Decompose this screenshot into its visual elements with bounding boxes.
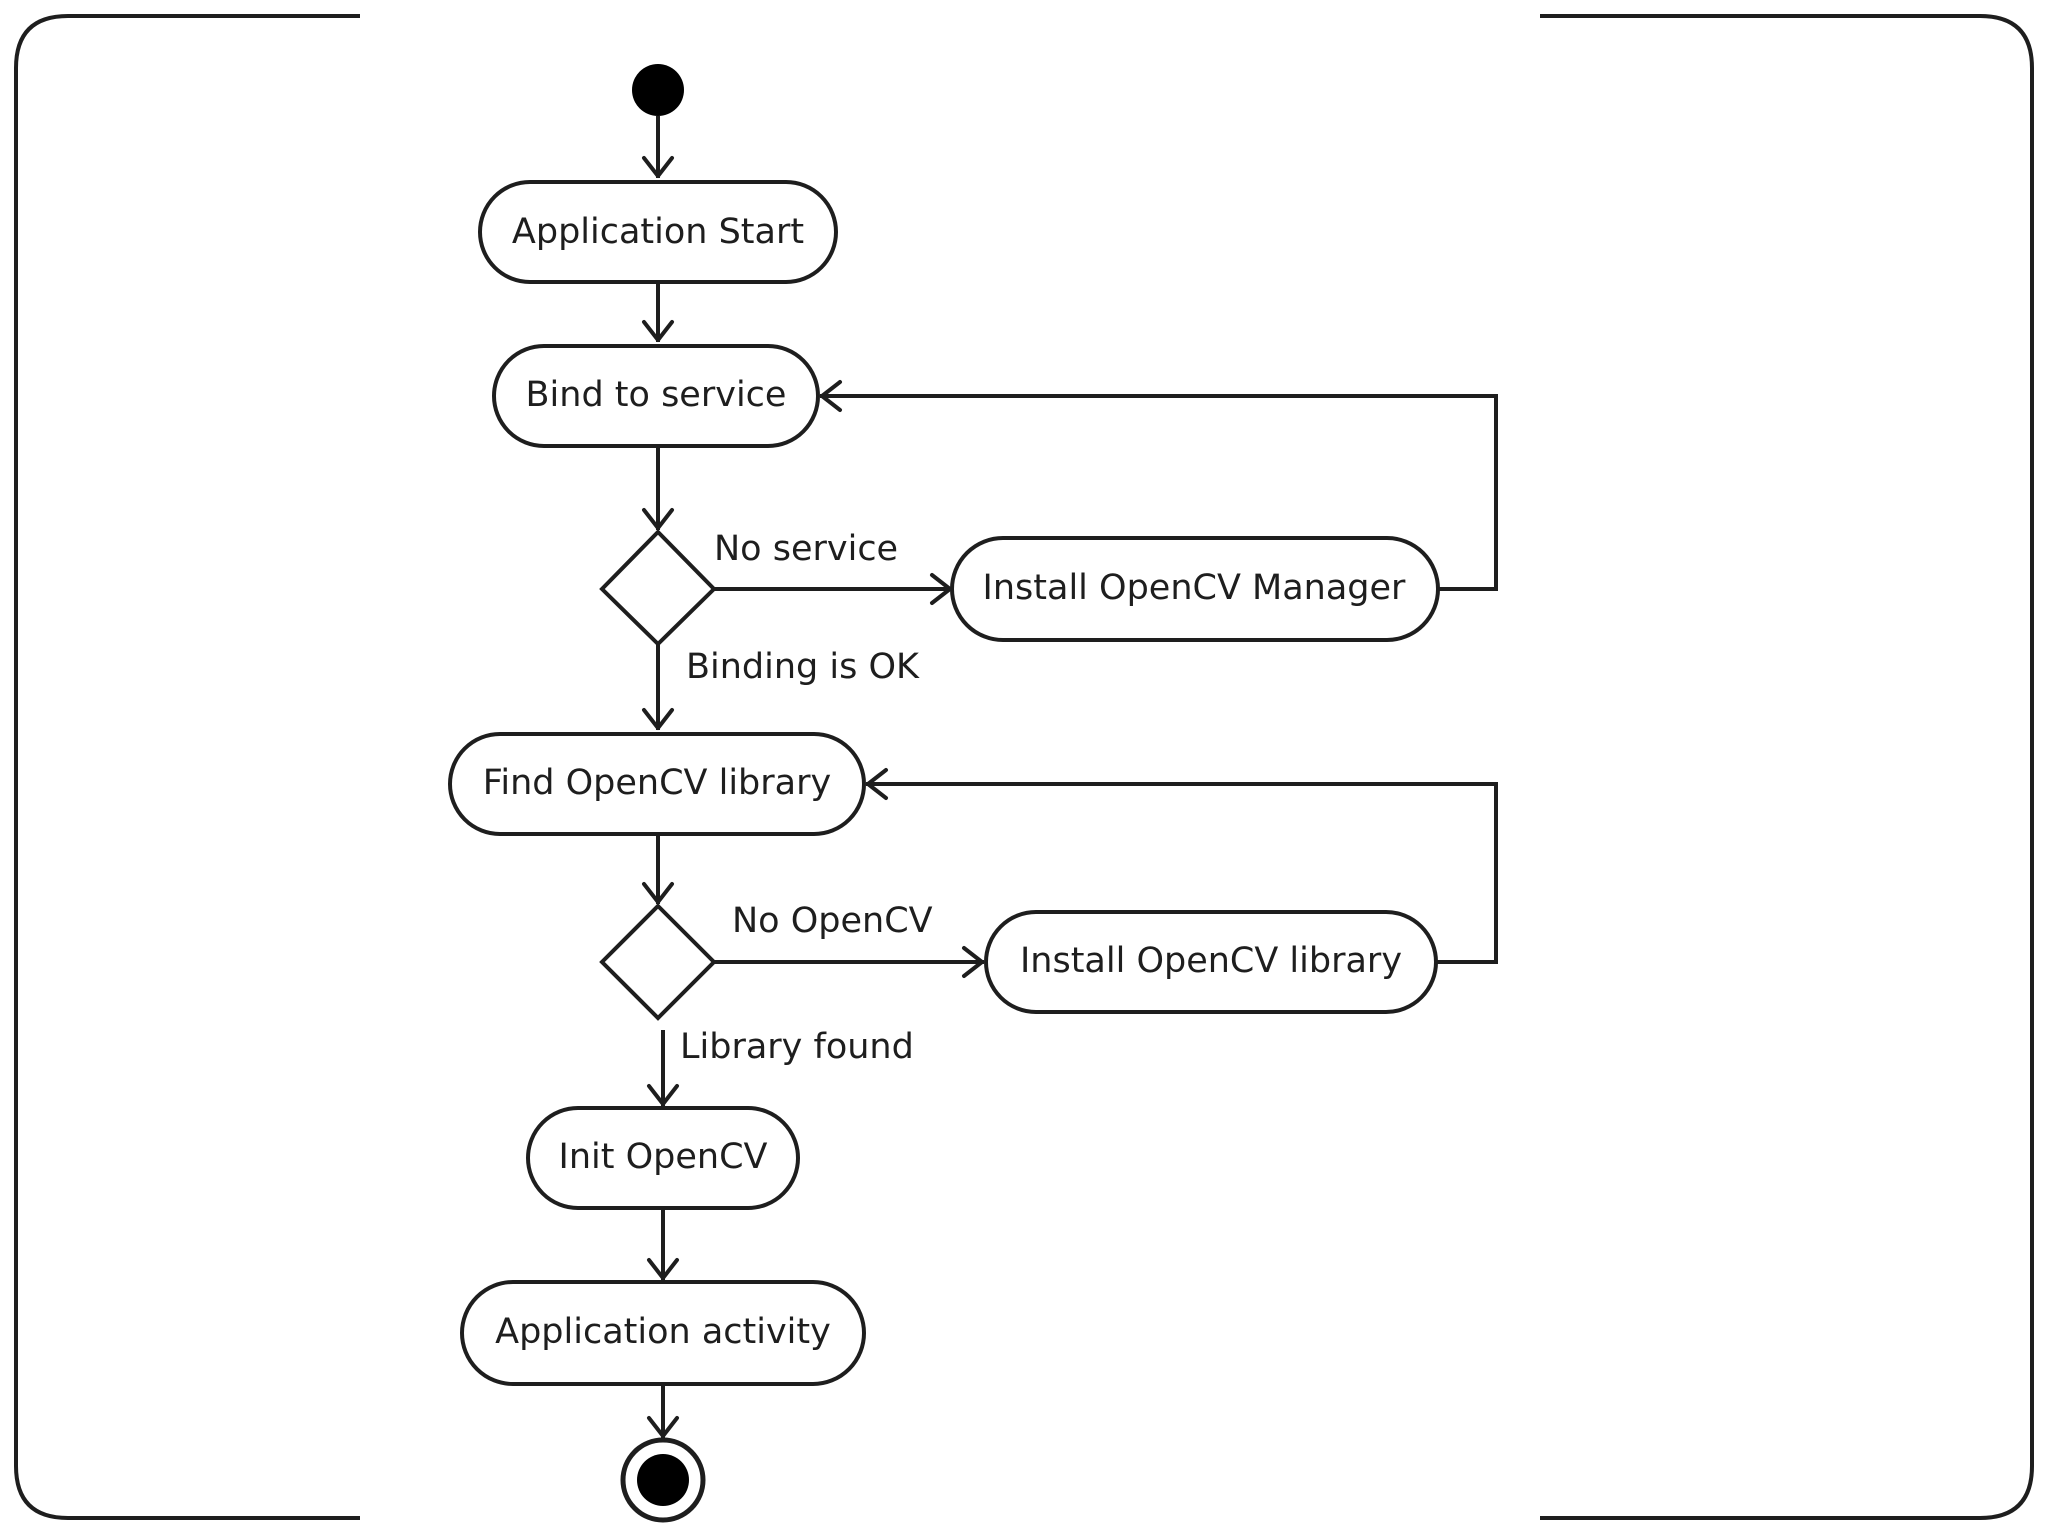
edge-label-library-found: Library found [680,1027,914,1067]
edges [656,116,1498,1438]
action-init-opencv: Init OpenCV [526,1106,800,1210]
action-install-opencv-manager: Install OpenCV Manager [950,536,1440,642]
action-application-activity: Application activity [460,1280,866,1386]
action-label: Find OpenCV library [483,763,831,803]
final-node [620,1437,706,1523]
edge-label-binding-ok: Binding is OK [686,647,920,687]
action-label: Application Start [512,212,804,252]
action-application-start: Application Start [478,180,838,284]
arrowhead [647,1084,679,1106]
arrowhead [642,708,674,730]
arrowhead [647,1258,679,1280]
action-label: Install OpenCV Manager [983,568,1406,608]
action-label: Init OpenCV [559,1137,768,1177]
frame-right-bracket [1540,14,2034,1520]
frame-left-bracket [14,14,360,1520]
decision-service-bound [599,529,717,647]
arrowheads [642,156,984,1438]
action-label: Application activity [495,1312,831,1352]
decision-opencv-found [599,903,717,1021]
edge-library-loop [866,782,1498,964]
arrowhead [642,882,674,904]
action-bind-to-service: Bind to service [492,344,820,448]
arrowhead [820,380,842,412]
arrowhead [647,1416,679,1438]
edge-label-no-opencv: No OpenCV [732,901,933,941]
action-install-opencv-library: Install OpenCV library [984,910,1438,1014]
arrowhead [962,946,984,978]
slide-frame [14,14,2034,1520]
arrowhead [642,508,674,530]
edge-labels: No service Binding is OK No OpenCV Libra… [680,529,933,1067]
arrowhead [866,768,888,800]
action-find-opencv-library: Find OpenCV library [448,732,866,836]
edge-label-no-service: No service [714,529,898,569]
arrowhead [642,320,674,342]
action-label: Install OpenCV library [1020,941,1402,981]
arrowhead [642,156,674,178]
action-label: Bind to service [526,375,787,415]
initial-node [632,64,684,116]
edge-manager-loop [820,394,1498,591]
